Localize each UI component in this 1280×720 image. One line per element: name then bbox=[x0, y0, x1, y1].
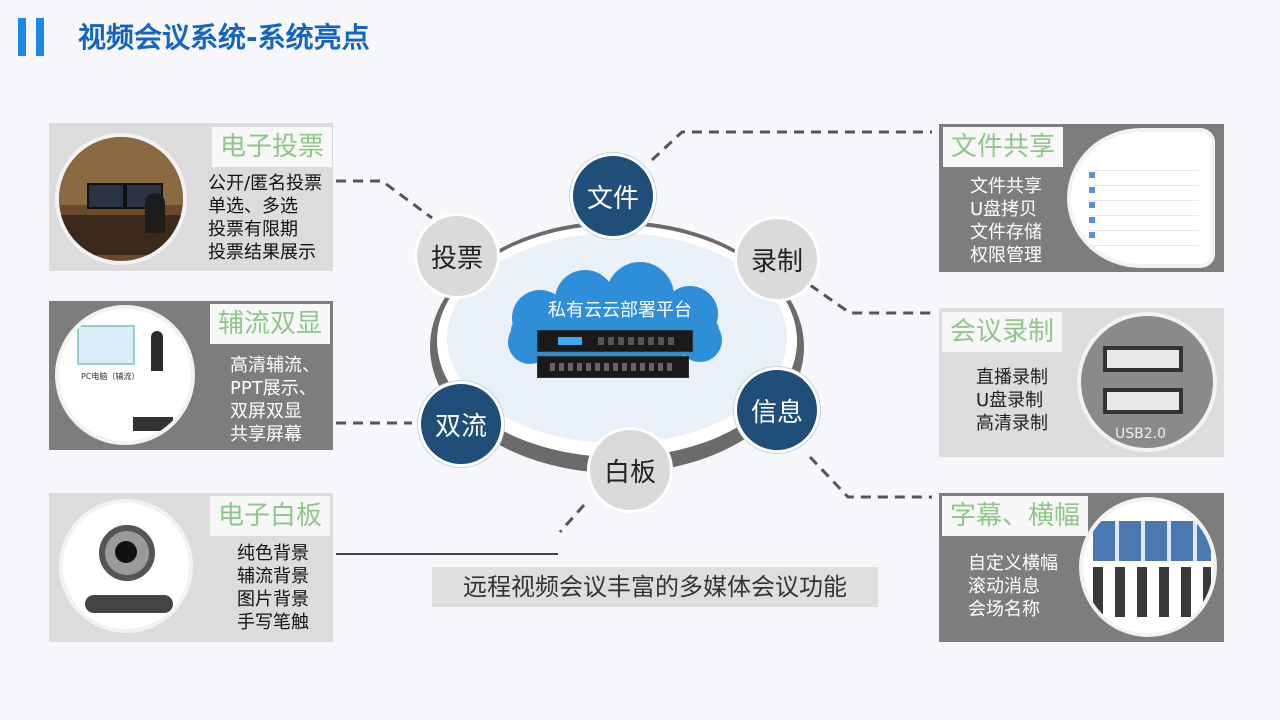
page-title: 视频会议系统-系统亮点 bbox=[78, 21, 370, 54]
card-dual-lines: 高清辅流、 PPT展示、 双屏双显 共享屏幕 bbox=[230, 354, 320, 446]
conference-photo bbox=[55, 133, 187, 265]
card-file bbox=[939, 124, 1224, 272]
node-info[interactable]: 信息 bbox=[734, 367, 820, 453]
card-record-title: 会议录制 bbox=[942, 312, 1063, 352]
card-vote-lines: 公开/匿名投票 单选、多选 投票有限期 投票结果展示 bbox=[208, 172, 322, 264]
usb-port-photo: USB2.0 bbox=[1077, 312, 1217, 452]
node-file[interactable]: 文件 bbox=[570, 153, 656, 239]
card-dual-title: 辅流双显 bbox=[210, 304, 331, 344]
card-file-lines: 文件共享 U盘拷贝 文件存储 权限管理 bbox=[970, 175, 1042, 267]
card-record-line: U盘录制 bbox=[976, 390, 1044, 411]
card-whiteboard bbox=[49, 493, 333, 642]
connector-record bbox=[809, 283, 932, 315]
card-vote-line: 投票结果展示 bbox=[208, 242, 316, 263]
camera-photo bbox=[59, 499, 193, 633]
card-file-title: 文件共享 bbox=[943, 127, 1064, 167]
card-dual-line: 共享屏幕 bbox=[230, 424, 302, 445]
card-caption-line: 自定义横幅 bbox=[968, 553, 1058, 574]
card-record-line: 高清录制 bbox=[976, 413, 1048, 434]
card-file-line: 文件存储 bbox=[970, 222, 1042, 243]
card-whiteboard-line: 图片背景 bbox=[237, 589, 309, 610]
connectors bbox=[336, 130, 932, 533]
connector-file bbox=[650, 130, 932, 162]
node-record[interactable]: 录制 bbox=[734, 216, 820, 302]
server-icon-top bbox=[537, 330, 693, 352]
card-vote-title: 电子投票 bbox=[212, 127, 333, 167]
node-whiteboard[interactable]: 白板 bbox=[587, 427, 673, 513]
file-list-screenshot bbox=[1067, 128, 1215, 268]
card-vote-line: 单选、多选 bbox=[208, 196, 298, 217]
card-dual-line: 双屏双显 bbox=[230, 401, 302, 422]
connector-vote bbox=[336, 179, 433, 220]
card-vote-line: 公开/匿名投票 bbox=[208, 173, 323, 194]
connector-whiteboard-dash bbox=[558, 504, 586, 533]
card-caption-line: 会场名称 bbox=[968, 599, 1040, 620]
card-whiteboard-title: 电子白板 bbox=[210, 496, 331, 536]
card-whiteboard-line: 纯色背景 bbox=[237, 543, 309, 564]
card-caption-lines: 自定义横幅 滚动消息 会场名称 bbox=[968, 552, 1058, 621]
node-dual[interactable]: 双流 bbox=[418, 381, 504, 467]
card-file-line: 权限管理 bbox=[970, 245, 1042, 266]
bottom-caption: 远程视频会议丰富的多媒体会议功能 bbox=[432, 567, 878, 607]
card-vote-line: 投票有限期 bbox=[208, 219, 298, 240]
card-dual-line: 高清辅流、 bbox=[230, 355, 320, 376]
connector-caption bbox=[808, 455, 932, 499]
node-vote[interactable]: 投票 bbox=[414, 213, 500, 299]
card-caption-line: 滚动消息 bbox=[968, 576, 1040, 597]
meeting-room-photo bbox=[1079, 497, 1217, 637]
usb-label: USB2.0 bbox=[1115, 426, 1167, 442]
card-whiteboard-line: 辅流背景 bbox=[237, 566, 309, 587]
card-record-line: 直播录制 bbox=[976, 367, 1048, 388]
card-record-lines: 直播录制 U盘录制 高清录制 bbox=[976, 366, 1048, 435]
card-whiteboard-lines: 纯色背景 辅流背景 图片背景 手写笔触 bbox=[237, 542, 309, 634]
title-accent-bar-1 bbox=[18, 18, 26, 56]
card-caption-title: 字幕、横幅 bbox=[942, 496, 1089, 536]
card-dual-line: PPT展示、 bbox=[230, 378, 317, 399]
presentation-photo: PC电脑（辅流） bbox=[55, 305, 195, 445]
card-file-line: U盘拷贝 bbox=[970, 199, 1038, 220]
title-accent-bar-2 bbox=[36, 18, 44, 56]
card-file-line: 文件共享 bbox=[970, 176, 1042, 197]
card-record: USB2.0 bbox=[939, 308, 1224, 457]
server-icon-bottom bbox=[537, 356, 689, 378]
platform-label: 私有云云部署平台 bbox=[548, 300, 692, 321]
card-whiteboard-line: 手写笔触 bbox=[237, 612, 309, 633]
